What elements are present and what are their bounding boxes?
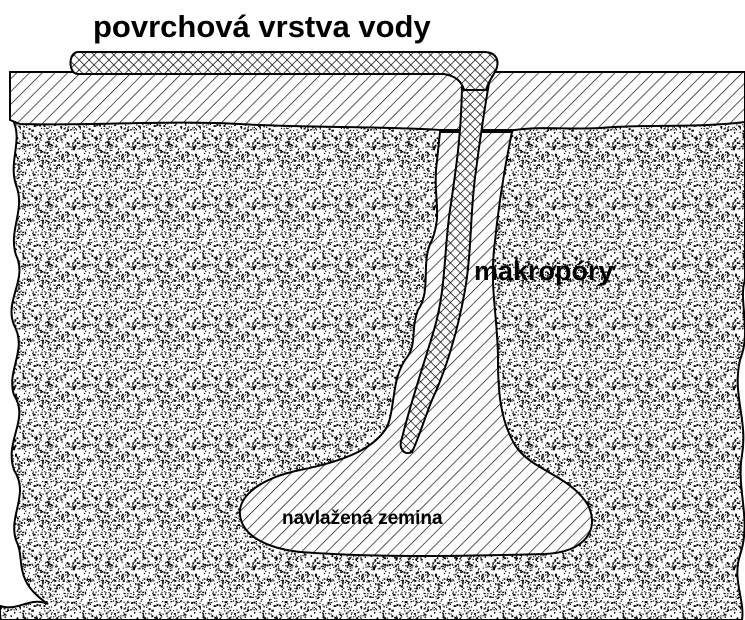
wetted-soil-label: navlažená zemina: [282, 508, 443, 529]
surface-water-label: povrchová vrstva vody: [93, 9, 431, 44]
macropores-label: makropóry: [474, 256, 614, 286]
surface-hatched-layer: [10, 72, 745, 130]
